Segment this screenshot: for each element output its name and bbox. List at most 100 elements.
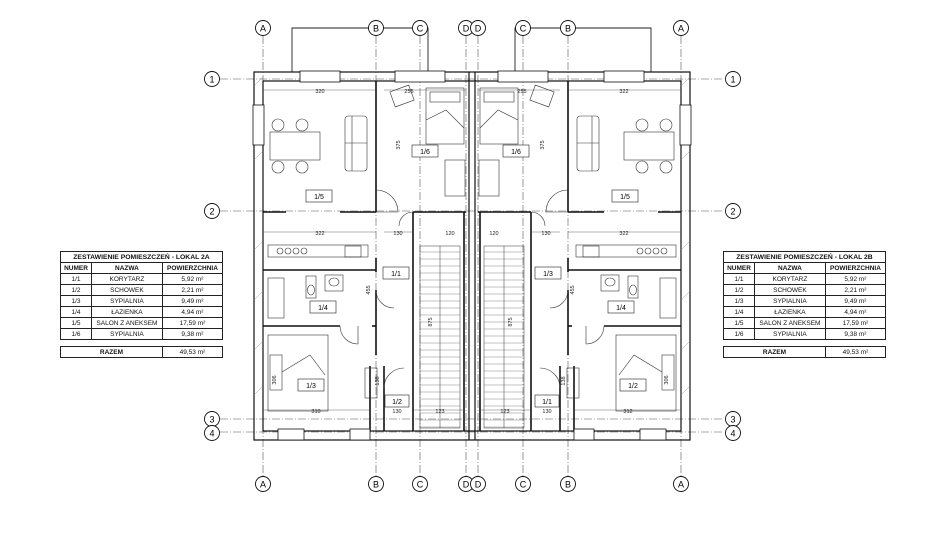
axis-bubble: 1 [725,71,741,87]
svg-text:2: 2 [209,207,214,217]
axis-bubble: C [515,476,531,492]
svg-text:130: 130 [393,231,402,237]
stairs [419,245,525,429]
room-label: 1/2 [619,378,647,392]
axis-bubble: 3 [725,411,741,427]
svg-text:1/1: 1/1 [542,399,552,406]
svg-text:1/6: 1/6 [511,149,521,156]
axis-bubble: 2 [725,203,741,219]
dimension-text-left: 320 255 375 322 130 120 455 310 130 123 … [272,89,455,415]
svg-text:322: 322 [619,89,628,95]
svg-text:4: 4 [730,429,735,439]
svg-text:D: D [463,480,470,490]
svg-text:455: 455 [570,285,576,294]
svg-text:C: C [417,24,424,34]
svg-text:B: B [373,24,379,34]
svg-text:306: 306 [664,375,670,384]
axis-bubble: A [673,20,689,36]
outer-walls [253,71,691,441]
svg-text:B: B [565,480,571,490]
room-label: 1/6 [411,144,439,158]
room-label: 1/2 [384,394,410,408]
axis-bubble: B [560,20,576,36]
table-title: ZESTAWIENIE POMIESZCZEŃ - LOKAL 2A [60,251,223,263]
svg-text:255: 255 [517,89,526,95]
svg-text:1/4: 1/4 [616,305,626,312]
axis-bubbles-vertical-top: A B C D D C B A [255,20,689,36]
svg-text:1/2: 1/2 [392,399,402,406]
svg-text:3: 3 [209,415,214,425]
room-label: 1/5 [611,189,639,203]
svg-text:D: D [463,24,470,34]
axis-bubble: B [368,20,384,36]
svg-text:120: 120 [445,231,454,237]
svg-text:C: C [417,480,424,490]
svg-text:1/3: 1/3 [306,383,316,390]
svg-text:255: 255 [404,89,413,95]
door-swings [339,189,605,389]
svg-text:3: 3 [730,415,735,425]
axis-bubble: D [470,20,486,36]
svg-text:1: 1 [730,75,735,85]
axis-bubbles-horizontal: 1 2 3 4 1 2 3 4 [204,71,741,441]
axis-bubble: 2 [204,203,220,219]
room-label: 1/3 [534,266,562,280]
svg-text:1/4: 1/4 [318,305,328,312]
svg-text:4: 4 [209,429,214,439]
svg-text:120: 120 [489,231,498,237]
axis-bubble: 4 [725,425,741,441]
room-label: 1/5 [305,189,333,203]
col-header: NAZWA [90,262,163,274]
axis-bubbles-vertical-bottom: A B C D D C B A [255,476,689,492]
stair-treads [420,251,524,428]
axis-bubble: D [458,476,474,492]
svg-text:1/5: 1/5 [620,194,630,201]
svg-text:130: 130 [542,409,551,415]
axis-bubble: A [673,476,689,492]
axis-bubble: A [255,476,271,492]
axis-bubble: B [560,476,576,492]
svg-text:138: 138 [375,376,381,385]
svg-text:138: 138 [561,376,567,385]
axis-bubble: C [515,20,531,36]
svg-text:1/5: 1/5 [314,194,324,201]
room-label: 1/4 [309,300,337,314]
svg-text:1/2: 1/2 [628,383,638,390]
svg-text:B: B [373,480,379,490]
room-label: 1/1 [534,394,560,408]
svg-text:A: A [260,480,266,490]
svg-text:306: 306 [272,375,278,384]
col-header: NAZWA [753,262,826,274]
svg-text:320: 320 [315,89,324,95]
svg-text:310: 310 [311,409,320,415]
svg-text:C: C [520,480,527,490]
svg-text:B: B [565,24,571,34]
dimension-text-right: 255 322 375 130 322 120 455 312 130 123 … [489,89,670,415]
interior-walls [263,81,681,431]
svg-text:322: 322 [315,231,324,237]
svg-text:1: 1 [209,75,214,85]
svg-text:312: 312 [623,409,632,415]
svg-text:1/3: 1/3 [543,271,553,278]
col-header: NUMER [60,262,92,274]
svg-text:A: A [678,24,684,34]
room-schedule-2b: ZESTAWIENIE POMIESZCZEŃ - LOKAL 2B NUMER… [723,251,887,358]
dimension-lines [263,89,681,411]
axis-bubble: 3 [204,411,220,427]
svg-text:D: D [475,24,482,34]
col-header: POWIERZCHNIA [824,262,887,274]
axis-bubble: B [368,476,384,492]
svg-text:A: A [260,24,266,34]
windows [252,70,692,441]
table-title: ZESTAWIENIE POMIESZCZEŃ - LOKAL 2B [723,251,886,263]
room-label: 1/1 [382,266,410,280]
